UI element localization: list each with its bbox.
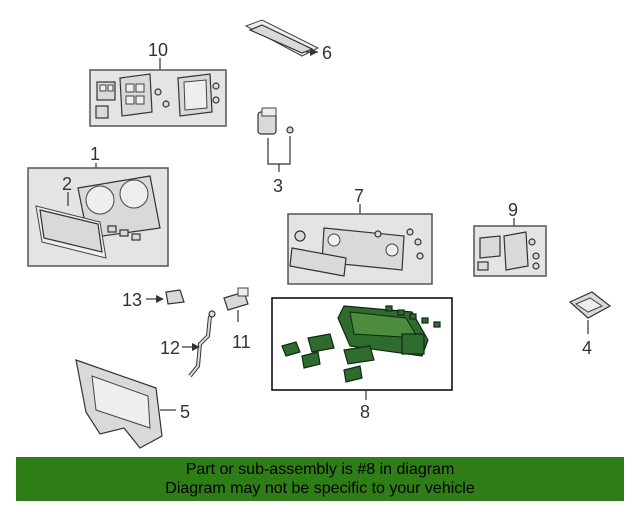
callout-4: 4 — [582, 338, 592, 358]
callout-9: 9 — [508, 200, 518, 220]
exploded-parts-diagram: 6 10 3 1 — [27, 19, 612, 449]
callout-10: 10 — [148, 40, 168, 60]
callout-3: 3 — [273, 176, 283, 196]
callout-6: 6 — [322, 43, 332, 63]
part-1-gauge-assembly-group — [27, 167, 169, 267]
part-6-trim-strip — [244, 19, 320, 57]
callout-5: 5 — [180, 402, 190, 422]
callout-13: 13 — [122, 290, 142, 310]
callout-1: 1 — [90, 144, 100, 164]
callout-11: 11 — [232, 332, 251, 352]
notice-line-2: Diagram may not be specific to your vehi… — [165, 480, 475, 497]
notice-banner: Part or sub-assembly is #8 in diagram Di… — [16, 457, 624, 501]
part-3-bracket — [257, 107, 294, 172]
part-8-climate-control-assembly-highlighted — [271, 297, 453, 391]
part-10-switch-panel-group — [89, 69, 227, 127]
notice-line-1: Part or sub-assembly is #8 in diagram — [185, 461, 455, 478]
part-5-dash-panel — [75, 359, 176, 449]
part-12-hose — [188, 310, 216, 378]
callout-8: 8 — [360, 402, 370, 422]
part-4-bracket — [568, 291, 612, 334]
callout-2: 2 — [62, 174, 72, 194]
part-13-clip — [165, 289, 185, 305]
part-9-switch-group — [473, 225, 547, 277]
part-11-sensor — [223, 287, 249, 322]
callout-7: 7 — [354, 186, 364, 206]
part-7-control-panel-group — [287, 213, 433, 285]
callout-12: 12 — [160, 338, 180, 358]
